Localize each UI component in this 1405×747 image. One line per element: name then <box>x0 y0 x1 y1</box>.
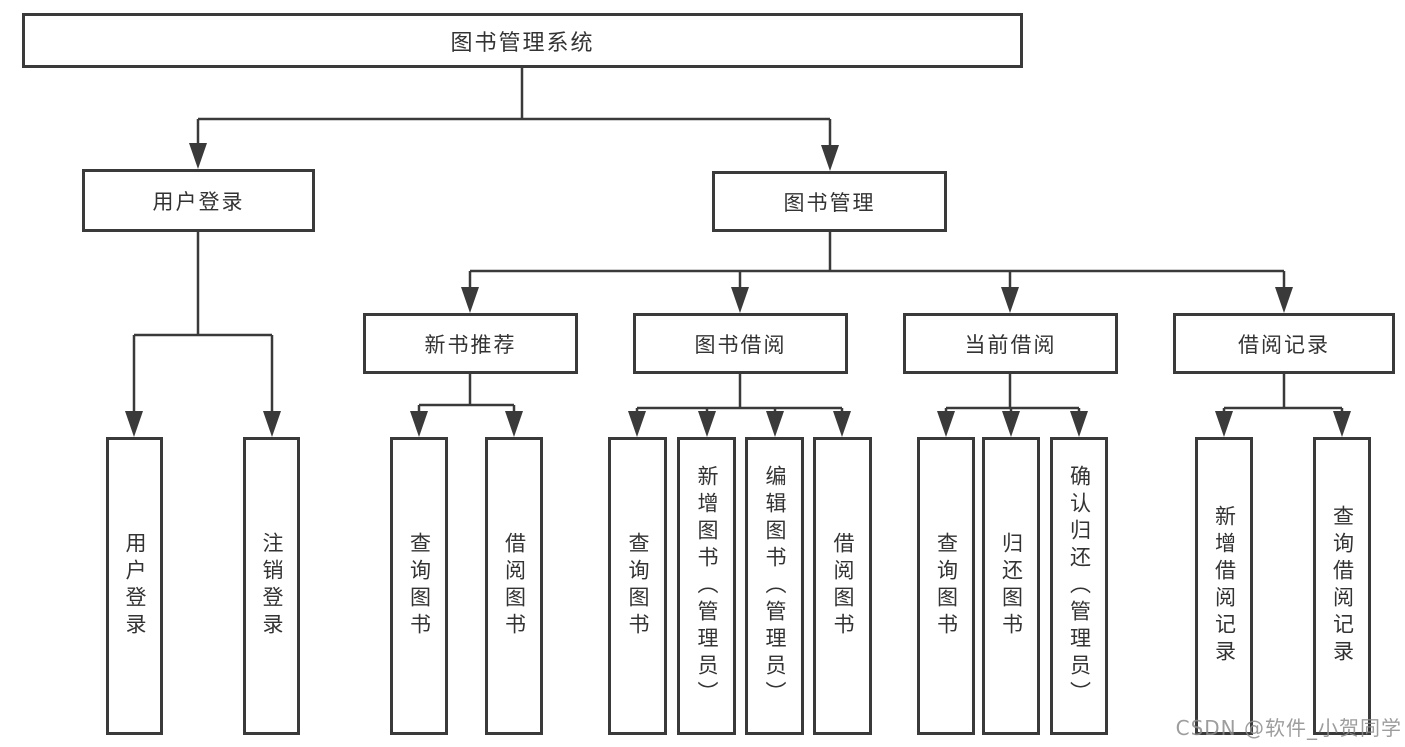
csdn-watermark: CSDN @软件_小贺同学 <box>1175 716 1402 740</box>
node-root-label: 图书管理系统 <box>450 30 595 56</box>
leaf-cb-return-books-label: 归还图书 <box>999 532 1024 640</box>
connector-borrowrecords-to-children <box>1222 374 1344 418</box>
connector-bookmgmt-to-children <box>468 232 1286 294</box>
node-leaf-bb-query-books: 查询图书 <box>608 437 667 735</box>
connector-newbookrec-to-children <box>417 374 516 418</box>
connector-root-to-level2 <box>196 68 832 152</box>
node-borrow-records-label: 借阅记录 <box>1238 332 1330 357</box>
node-leaf-bb-add-books-admin: 新增图书（管理员） <box>677 437 736 735</box>
leaf-cb-query-books-label: 查询图书 <box>934 532 959 640</box>
node-leaf-cb-confirm-return-admin: 确认归还（管理员） <box>1050 437 1108 735</box>
leaf-rec-borrow-books-label: 借阅图书 <box>502 532 527 640</box>
leaf-bb-query-books-label: 查询图书 <box>626 532 650 640</box>
node-leaf-logout: 注销登录 <box>243 437 300 735</box>
node-user-login-module: 用户登录 <box>82 169 315 232</box>
node-leaf-rec-query-books: 查询图书 <box>390 437 448 735</box>
leaf-br-add-record-label: 新增借阅记录 <box>1212 505 1237 667</box>
node-leaf-bb-edit-books-admin: 编辑图书（管理员） <box>745 437 804 735</box>
connector-userlogin-to-children <box>132 232 274 418</box>
leaf-user-login-label: 用户登录 <box>123 532 147 640</box>
node-leaf-rec-borrow-books: 借阅图书 <box>485 437 543 735</box>
node-book-mgmt-module: 图书管理 <box>712 171 947 232</box>
leaf-cb-confirm-return-admin-label: 确认归还（管理员） <box>1067 464 1092 708</box>
node-leaf-br-query-record: 查询借阅记录 <box>1313 437 1371 735</box>
node-book-borrow-label: 图书借阅 <box>694 332 787 357</box>
arrowheads <box>125 143 1351 437</box>
leaf-br-query-record-label: 查询借阅记录 <box>1330 505 1355 667</box>
node-borrow-records: 借阅记录 <box>1173 313 1395 374</box>
leaf-rec-query-books-label: 查询图书 <box>407 532 432 640</box>
node-new-book-recommend: 新书推荐 <box>363 313 578 374</box>
node-new-book-recommend-label: 新书推荐 <box>424 332 517 357</box>
node-leaf-bb-borrow-books: 借阅图书 <box>813 437 872 735</box>
node-leaf-user-login: 用户登录 <box>106 437 163 735</box>
node-book-borrow: 图书借阅 <box>633 313 848 374</box>
node-current-borrow-label: 当前借阅 <box>964 332 1057 357</box>
node-leaf-cb-query-books: 查询图书 <box>917 437 975 735</box>
leaf-bb-add-books-admin-label: 新增图书（管理员） <box>695 464 719 708</box>
connector-bookborrow-to-children <box>635 374 844 418</box>
leaf-logout-label: 注销登录 <box>260 532 284 640</box>
node-leaf-br-add-record: 新增借阅记录 <box>1195 437 1253 735</box>
leaf-bb-borrow-books-label: 借阅图书 <box>831 532 855 640</box>
node-book-mgmt-label: 图书管理 <box>783 190 876 215</box>
node-user-login-label: 用户登录 <box>152 189 245 214</box>
node-leaf-cb-return-books: 归还图书 <box>982 437 1040 735</box>
node-current-borrow: 当前借阅 <box>903 313 1118 374</box>
leaf-bb-edit-books-admin-label: 编辑图书（管理员） <box>763 464 787 708</box>
node-root-system: 图书管理系统 <box>22 13 1023 68</box>
